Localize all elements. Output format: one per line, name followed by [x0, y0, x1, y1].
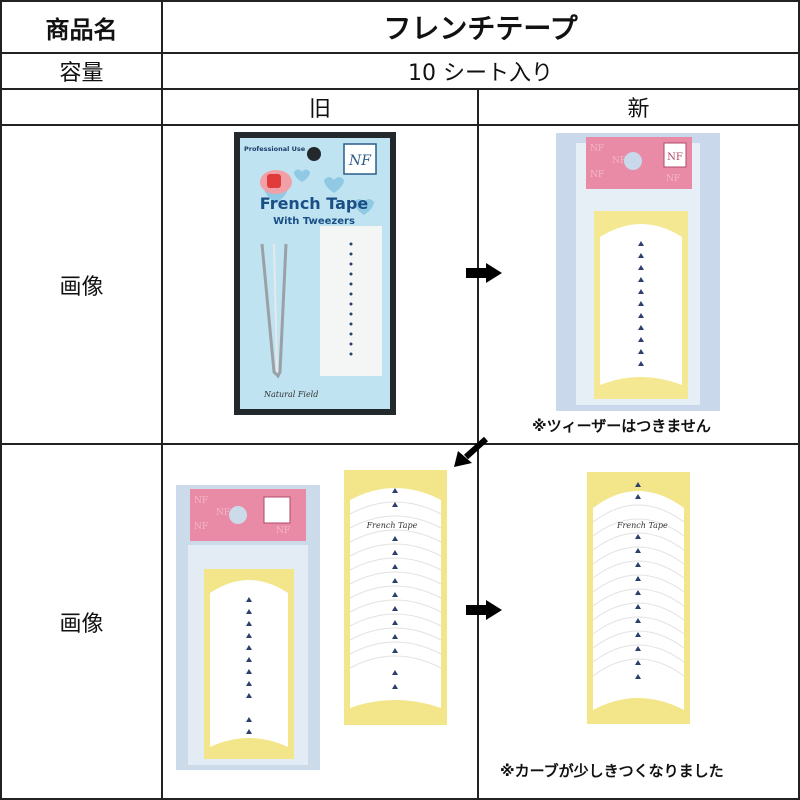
- capacity-label: 容量: [59, 61, 104, 86]
- column-header-old: 旧: [308, 97, 331, 122]
- svg-text:NF: NF: [216, 508, 230, 518]
- note-no-tweezers: ※ツィーザーはつきません: [532, 417, 711, 435]
- new-tape-closeup: French Tape: [587, 472, 690, 724]
- old-package-photo: NF Professional Use French Tape With Twe…: [234, 132, 396, 415]
- svg-text:NF: NF: [590, 170, 604, 180]
- old-tape-print: French Tape: [366, 521, 418, 530]
- svg-text:NF: NF: [612, 156, 626, 166]
- svg-text:NF: NF: [194, 522, 208, 532]
- row-label-image-1: 画像: [59, 274, 104, 300]
- note-curve-tighter: ※カーブが少しきつくなりました: [500, 762, 724, 780]
- old-package-top-text: Professional Use: [244, 145, 306, 153]
- right-arrow-icon: [466, 263, 502, 283]
- product-name: フレンチテープ: [383, 12, 578, 45]
- svg-text:NF: NF: [194, 496, 208, 506]
- capacity-value: 10 シート入り: [408, 61, 553, 86]
- svg-text:NF: NF: [666, 174, 680, 184]
- old-package-yellow-photo: NF NF NF NF: [176, 485, 320, 770]
- new-package-photo: NF NF NF NF NF: [556, 133, 720, 411]
- product-name-label: 商品名: [45, 15, 118, 44]
- svg-text:NF: NF: [590, 144, 604, 154]
- old-package-brand: Natural Field: [263, 390, 318, 399]
- new-package-logo: NF: [667, 152, 683, 163]
- svg-text:NF: NF: [276, 526, 290, 536]
- column-header-new: 新: [627, 97, 650, 122]
- old-package-title: French Tape: [260, 194, 369, 213]
- diagonal-arrow-icon: [454, 437, 488, 467]
- right-arrow-icon: [466, 600, 502, 620]
- old-package-subtitle: With Tweezers: [273, 216, 355, 227]
- row-label-image-2: 画像: [59, 611, 104, 637]
- old-tape-closeup: French Tape: [344, 470, 447, 725]
- new-tape-print: French Tape: [616, 521, 668, 530]
- svg-text:NF: NF: [348, 153, 372, 169]
